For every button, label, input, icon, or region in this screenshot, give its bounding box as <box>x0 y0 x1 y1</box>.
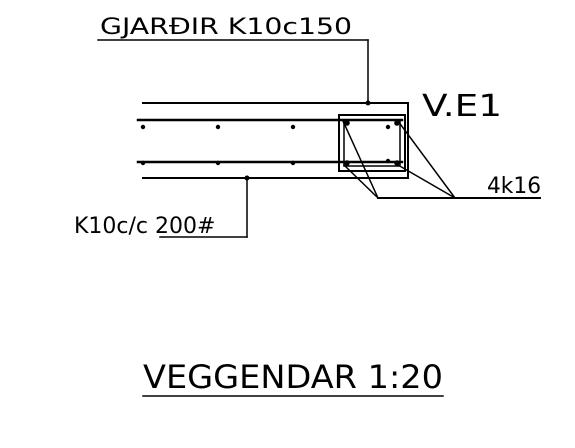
stirrup-label: GJARÐIR K10c150 <box>100 15 352 40</box>
stirrup-outer <box>338 114 406 172</box>
leader-dot <box>244 175 250 181</box>
bars-leader-3 <box>396 119 457 200</box>
rebar-dot <box>290 160 296 166</box>
rebar-dot <box>290 124 296 130</box>
main-bar-corner <box>394 120 400 126</box>
main-bars-label: 4k16 <box>487 174 541 199</box>
rebar-dot <box>385 124 391 130</box>
rebar-dot <box>140 160 146 166</box>
rebar-dot <box>385 158 391 164</box>
distribution-value: 200# <box>155 214 215 239</box>
rebar-dot <box>140 124 146 130</box>
bars-leader-2 <box>342 163 380 200</box>
distribution-prefix: K10c/c <box>74 214 155 239</box>
distribution-label: K10c/c 200# <box>74 214 215 239</box>
rebar-dot <box>215 124 221 130</box>
bars-leader-4 <box>396 163 457 200</box>
element-label: V.E1 <box>422 89 502 124</box>
rebar-dot <box>215 160 221 166</box>
stirrup-inner <box>343 119 401 167</box>
main-bar-corner <box>344 160 350 166</box>
leader-dot <box>365 100 371 106</box>
main-bar-corner <box>344 120 350 126</box>
bars-leader-1 <box>342 120 379 199</box>
main-bar-corner <box>394 160 400 166</box>
drawing-title: VEGGENDAR 1:20 <box>143 358 443 396</box>
